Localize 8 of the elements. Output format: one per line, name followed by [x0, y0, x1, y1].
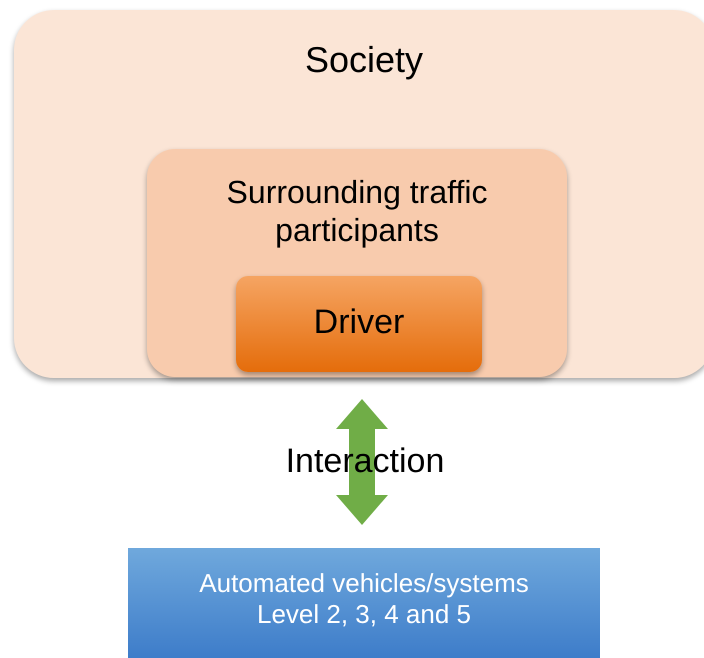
system-box — [128, 548, 600, 658]
node-label: Society — [304, 38, 424, 82]
node-label: Surrounding traffic participants — [226, 173, 488, 250]
group-box — [14, 10, 704, 378]
group-box — [147, 149, 567, 377]
node-label: Driver — [312, 302, 406, 343]
group-box — [236, 276, 482, 372]
node-label: Automated vehicles/systems Level 2, 3, 4 and 5 — [198, 568, 530, 630]
